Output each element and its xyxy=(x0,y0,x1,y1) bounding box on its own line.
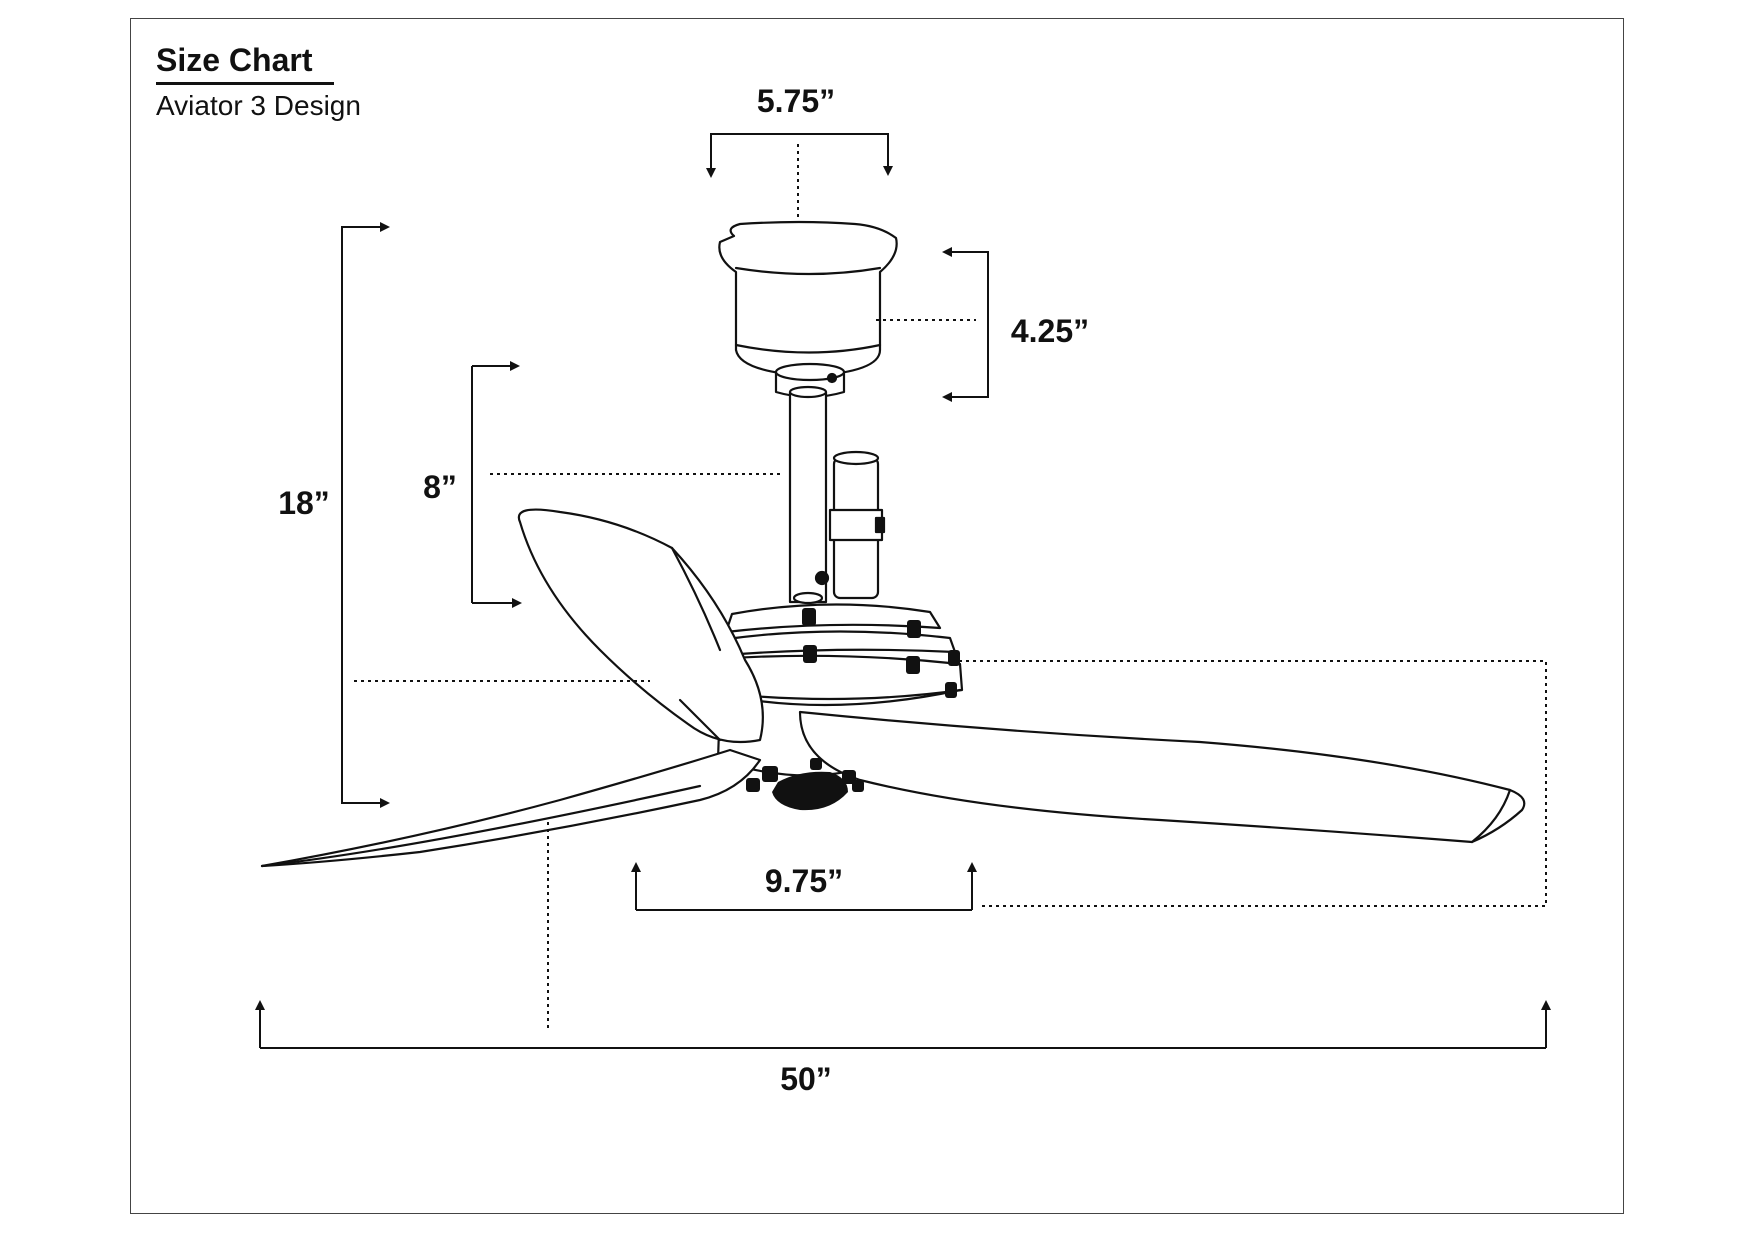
chart-frame xyxy=(130,18,1624,1214)
blade-left xyxy=(260,748,762,868)
label-overall-height: 18” xyxy=(278,485,330,521)
dim-canopy-width xyxy=(706,133,893,218)
dim-motor-width xyxy=(631,660,1547,911)
downrod xyxy=(788,385,828,604)
blade-arm xyxy=(678,698,722,742)
page-subtitle: Aviator 3 Design xyxy=(156,90,361,121)
side-cylinder xyxy=(828,450,886,600)
motor-housing xyxy=(692,603,964,777)
dim-overall-height xyxy=(341,222,650,808)
bottom-cap xyxy=(746,758,864,811)
blade-right xyxy=(798,710,1526,844)
ceiling-fan-illustration xyxy=(260,220,1526,868)
dim-blade-span xyxy=(255,822,1551,1049)
downrod-coupler xyxy=(792,570,830,605)
label-motor-width: 9.75” xyxy=(765,863,843,899)
blade-upper-left xyxy=(517,508,764,744)
label-canopy-width: 5.75” xyxy=(757,83,835,119)
label-blade-span: 50” xyxy=(780,1061,832,1097)
dimension-labels: 5.75” 4.25” 18” 8” 9.75” 50” xyxy=(278,83,1089,1097)
dim-downrod xyxy=(471,361,780,608)
label-canopy-height: 4.25” xyxy=(1011,313,1089,349)
dimension-lines xyxy=(255,133,1551,1049)
page-title: Size Chart xyxy=(156,42,334,85)
dim-canopy-height xyxy=(876,247,989,402)
label-downrod-length: 8” xyxy=(423,469,457,505)
canopy xyxy=(718,220,898,378)
